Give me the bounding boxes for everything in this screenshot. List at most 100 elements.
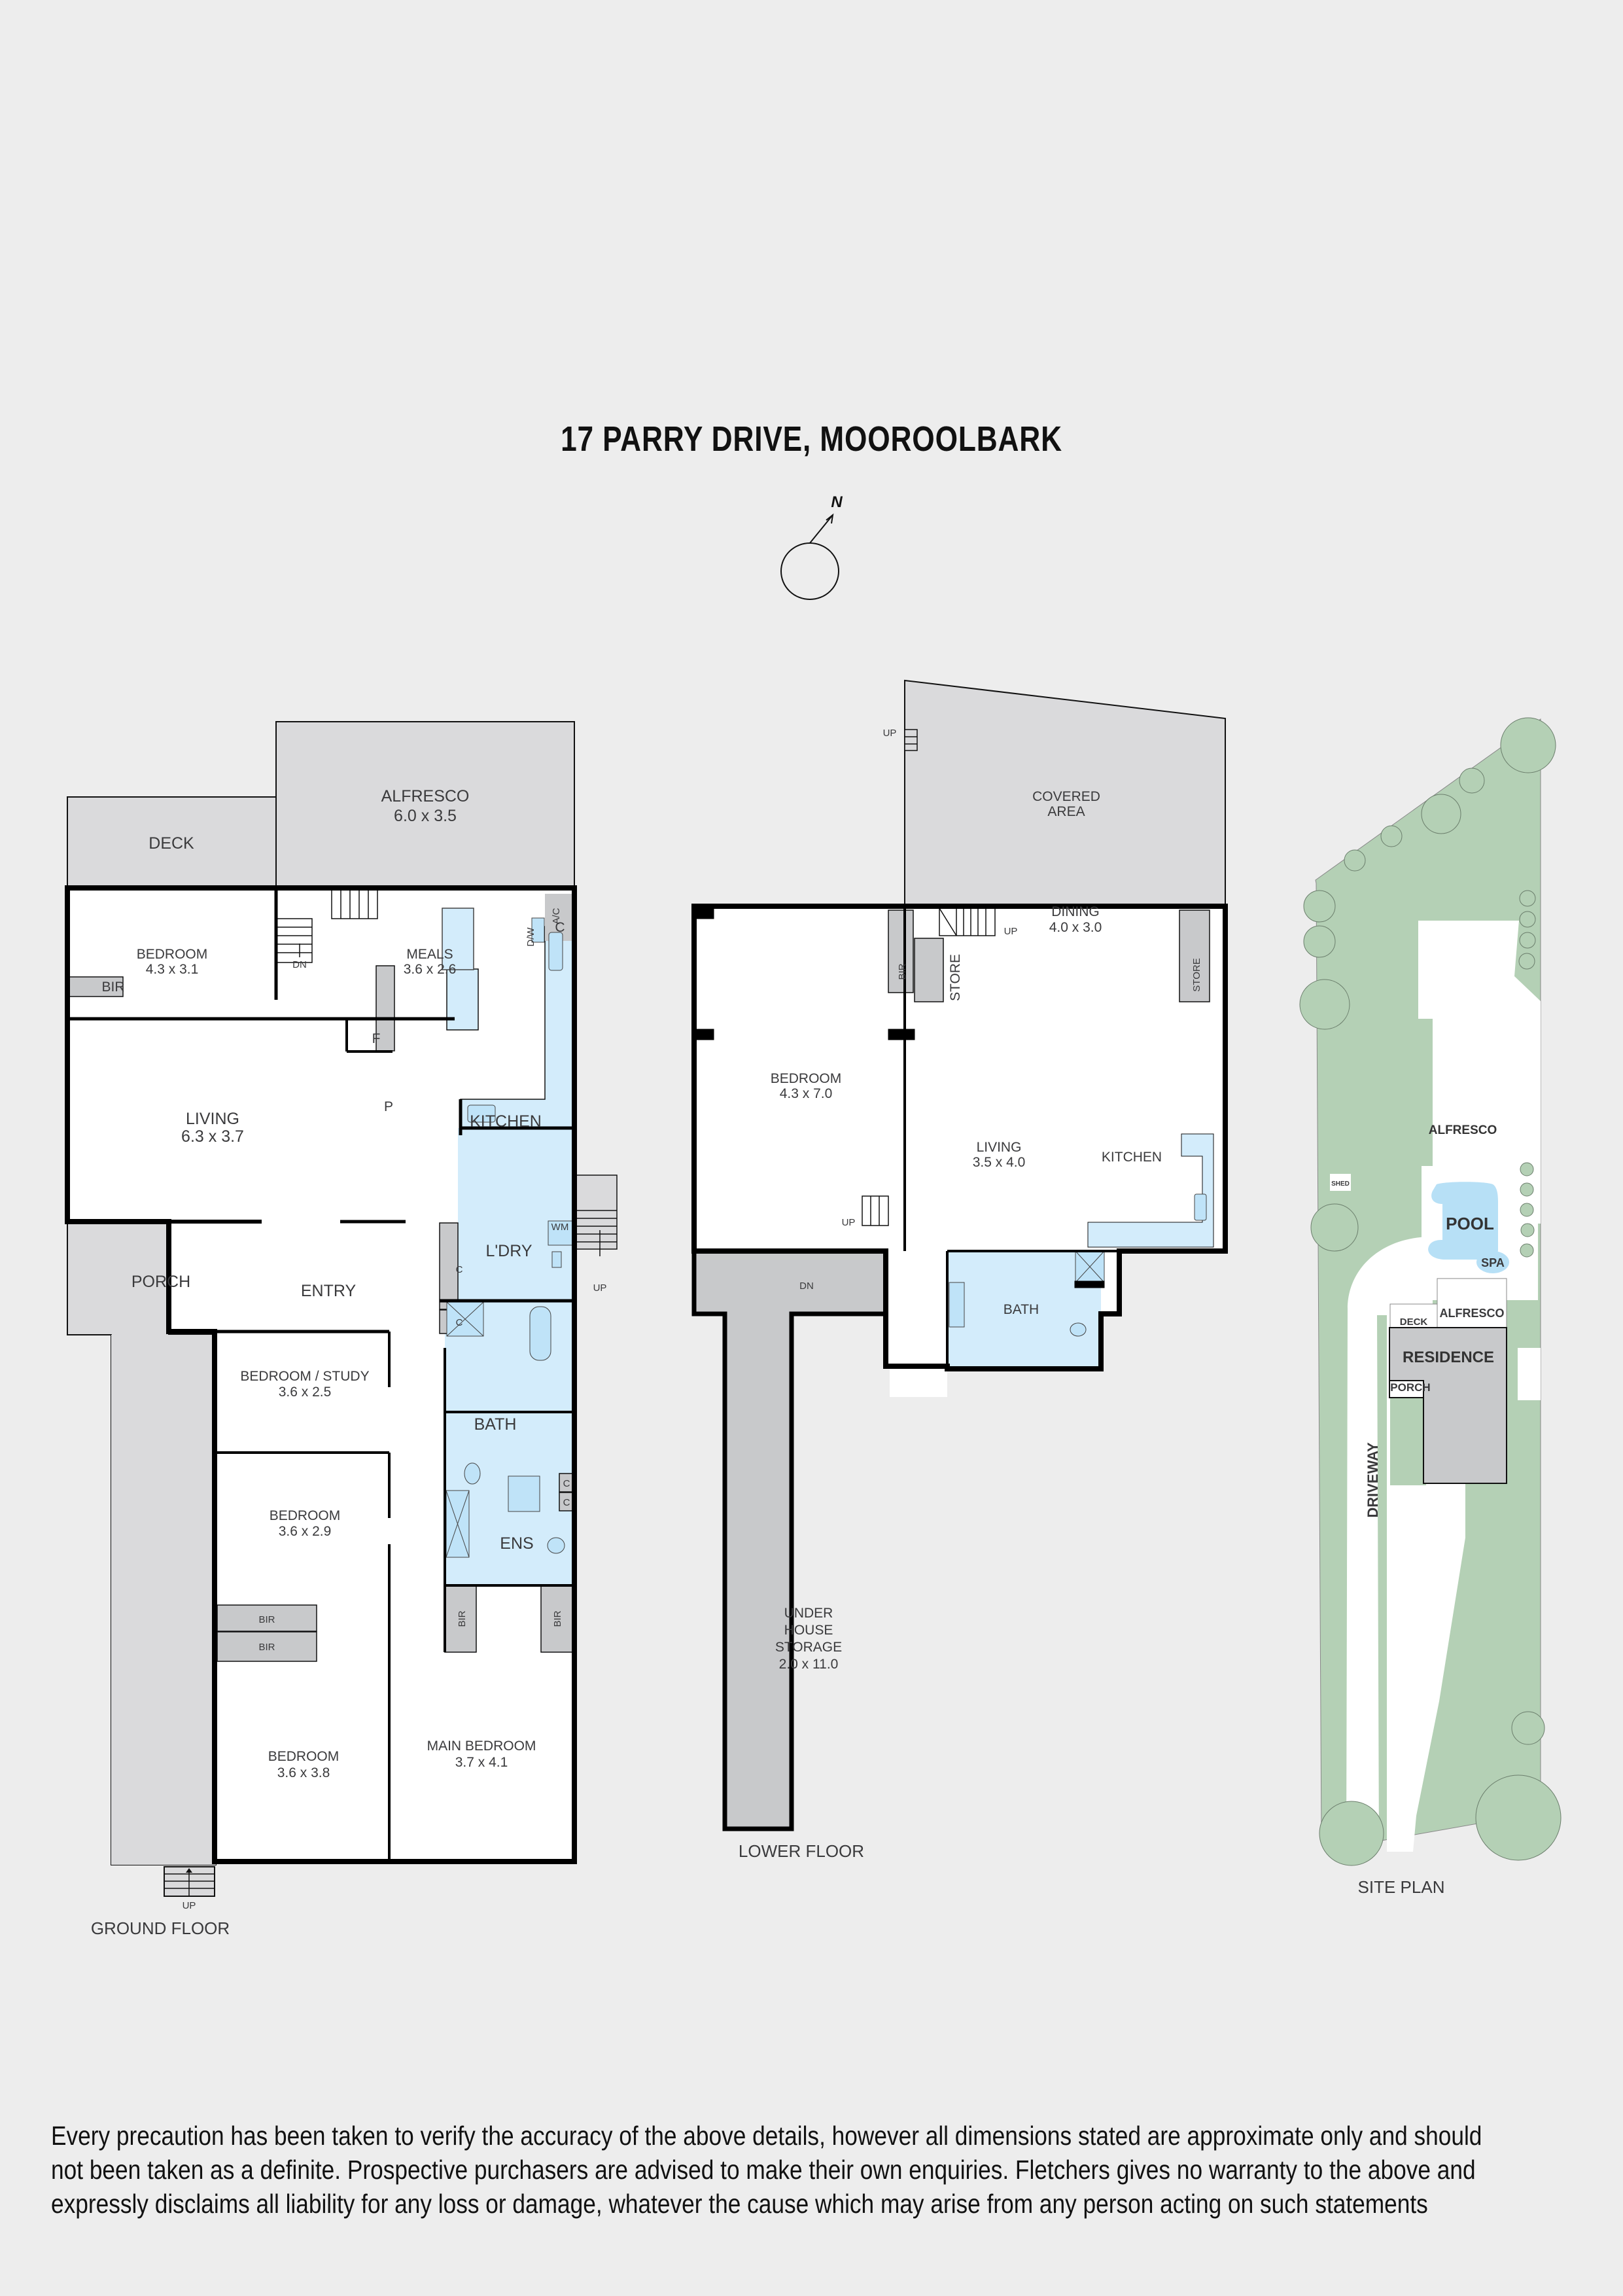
bir-label-3: BIR [258,1642,275,1653]
pool-icon [1428,1182,1498,1260]
lower-store-1 [914,938,944,1002]
room-dims-alfresco: 6.0 x 3.5 [394,807,457,825]
room-label-lower-living: LIVING [977,1140,1022,1155]
bir-2 [217,1631,317,1662]
porch-stairs-up-label: UP [183,1900,196,1911]
room-label-bedroom-2: BEDROOM [270,1508,341,1523]
room-label-deck: DECK [148,834,194,853]
ground-floor-label: GROUND FLOOR [91,1918,230,1938]
pantry [375,965,395,1051]
lower-internal-stairs [862,908,996,1226]
lower-floor-label: LOWER FLOOR [739,1841,864,1861]
room-label-entry: ENTRY [301,1282,357,1300]
site-paving-top [1418,921,1541,1224]
disclaimer-line-1: Every precaution has been taken to verif… [51,2121,1482,2151]
ground-floor-plan: UP [65,721,618,1938]
deck-area [67,796,277,889]
bedroom-bir [67,976,124,997]
hall-cupboard-1 [439,1222,459,1310]
room-dims-lower-living: 3.5 x 4.0 [973,1155,1026,1170]
room-label-lower-bedroom: BEDROOM [771,1071,842,1086]
lower-toilet-icon [1070,1322,1087,1337]
site-label-porch: PORCH [1390,1381,1430,1394]
room-label-lower-bath: BATH [1003,1302,1039,1317]
lower-stairs-up-label-2: UP [842,1217,856,1228]
bath-cupboard-label-2: C [563,1497,570,1508]
room-label-lower-kitchen: KITCHEN [1102,1150,1162,1165]
site-label-spa: SPA [1481,1256,1505,1269]
laundry-room [458,1128,574,1308]
ensuite-toilet-icon [547,1537,565,1554]
room-label-storage-1: UNDER [784,1606,833,1621]
room-label-bedroom-study: BEDROOM / STUDY [240,1369,369,1384]
porch-stairs [164,1866,215,1897]
room-label-ensuite: ENS [500,1534,533,1553]
compass-north-label: N [831,493,843,511]
site-label-pool: POOL [1446,1214,1494,1233]
lower-store-label-2: STORE [1191,958,1202,991]
main-bir-label-1: BIR [457,1610,468,1627]
main-bir-2 [540,1585,573,1653]
site-plan-label: SITE PLAN [1358,1877,1445,1897]
room-label-porch: PORCH [131,1273,190,1291]
site-deck [1389,1303,1438,1328]
lower-floor-walls [691,904,1228,1831]
lower-bir [888,910,914,993]
room-dims-living: 6.3 x 3.7 [181,1127,244,1146]
room-dims-storage: 2.0 x 11.0 [779,1657,839,1672]
cupboard-label: C [555,920,565,935]
hall-cupboard-label-1: C [456,1264,463,1275]
dishwasher-label: D/W [525,927,536,947]
site-label-driveway: DRIVEWAY [1365,1442,1381,1518]
room-label-kitchen: KITCHEN [470,1112,542,1131]
room-label-bedroom-1: BEDROOM [137,947,208,962]
lower-store-2 [1179,910,1210,1002]
site-label-alfresco: ALFRESCO [1440,1307,1505,1320]
pantry-label: P [384,1099,393,1114]
site-driveway [1346,1237,1465,1852]
room-dims-meals: 3.6 x 2.6 [404,962,457,977]
lower-vanity-icon [949,1282,965,1328]
room-label-bedroom-3: BEDROOM [268,1749,340,1764]
lower-sink-icon [1194,1193,1207,1221]
site-label-alfresco-top: ALFRESCO [1429,1123,1497,1137]
laundry-stairs [574,1174,618,1256]
covered-area-stairs [904,729,918,751]
site-label-shed: SHED [1331,1180,1350,1188]
site-yard-side [1518,1348,1541,1400]
washing-machine [548,1220,575,1246]
room-label-bath: BATH [474,1415,517,1434]
site-alfresco [1437,1278,1507,1328]
spa-icon [1476,1251,1509,1273]
lower-kitchen-bench [1087,1133,1214,1248]
room-dims-bedroom-3: 3.6 x 3.8 [277,1765,330,1780]
cooktop-icon [467,1104,496,1123]
lower-stairs-up-label: UP [1004,926,1018,937]
dishwasher [531,917,545,943]
toilet-icon [464,1462,481,1485]
room-label-covered-area-1: COVERED [1032,789,1100,804]
vanity-icon [508,1475,540,1512]
site-porch [1389,1380,1424,1398]
lower-bir-label: BIR [897,963,908,980]
lower-store-label-1: STORE [948,954,963,1001]
lower-floor-plan: UP UP UP UP DN [691,679,1228,1861]
disclaimer-line-2: not been taken as a definite. Prospectiv… [51,2155,1476,2185]
room-dims-bedroom-study: 3.6 x 2.5 [279,1385,332,1400]
room-label-covered-area-2: AREA [1047,804,1085,819]
bir-label: BIR [101,980,124,995]
room-label-storage-2: HOUSE [784,1623,833,1638]
tree-icons [1299,717,1562,1866]
covered-up-label: UP [883,728,897,739]
disclaimer-text: Every precaution has been taken to verif… [51,2119,1581,2221]
porch-strip [111,1335,216,1865]
room-dims-main-bedroom: 3.7 x 4.1 [455,1755,508,1770]
bathtub-icon [529,1306,551,1361]
internal-stairs-dn-label: DN [292,959,307,970]
bir-label-2: BIR [258,1614,275,1625]
page-title: 17 PARRY DRIVE, MOOROOLBARK [561,419,1062,459]
ac-label: A/C [551,908,562,924]
room-label-storage-3: STORAGE [775,1640,842,1655]
hall-cupboard-label-2: C [456,1317,463,1328]
site-label-deck: DECK [1400,1316,1428,1328]
